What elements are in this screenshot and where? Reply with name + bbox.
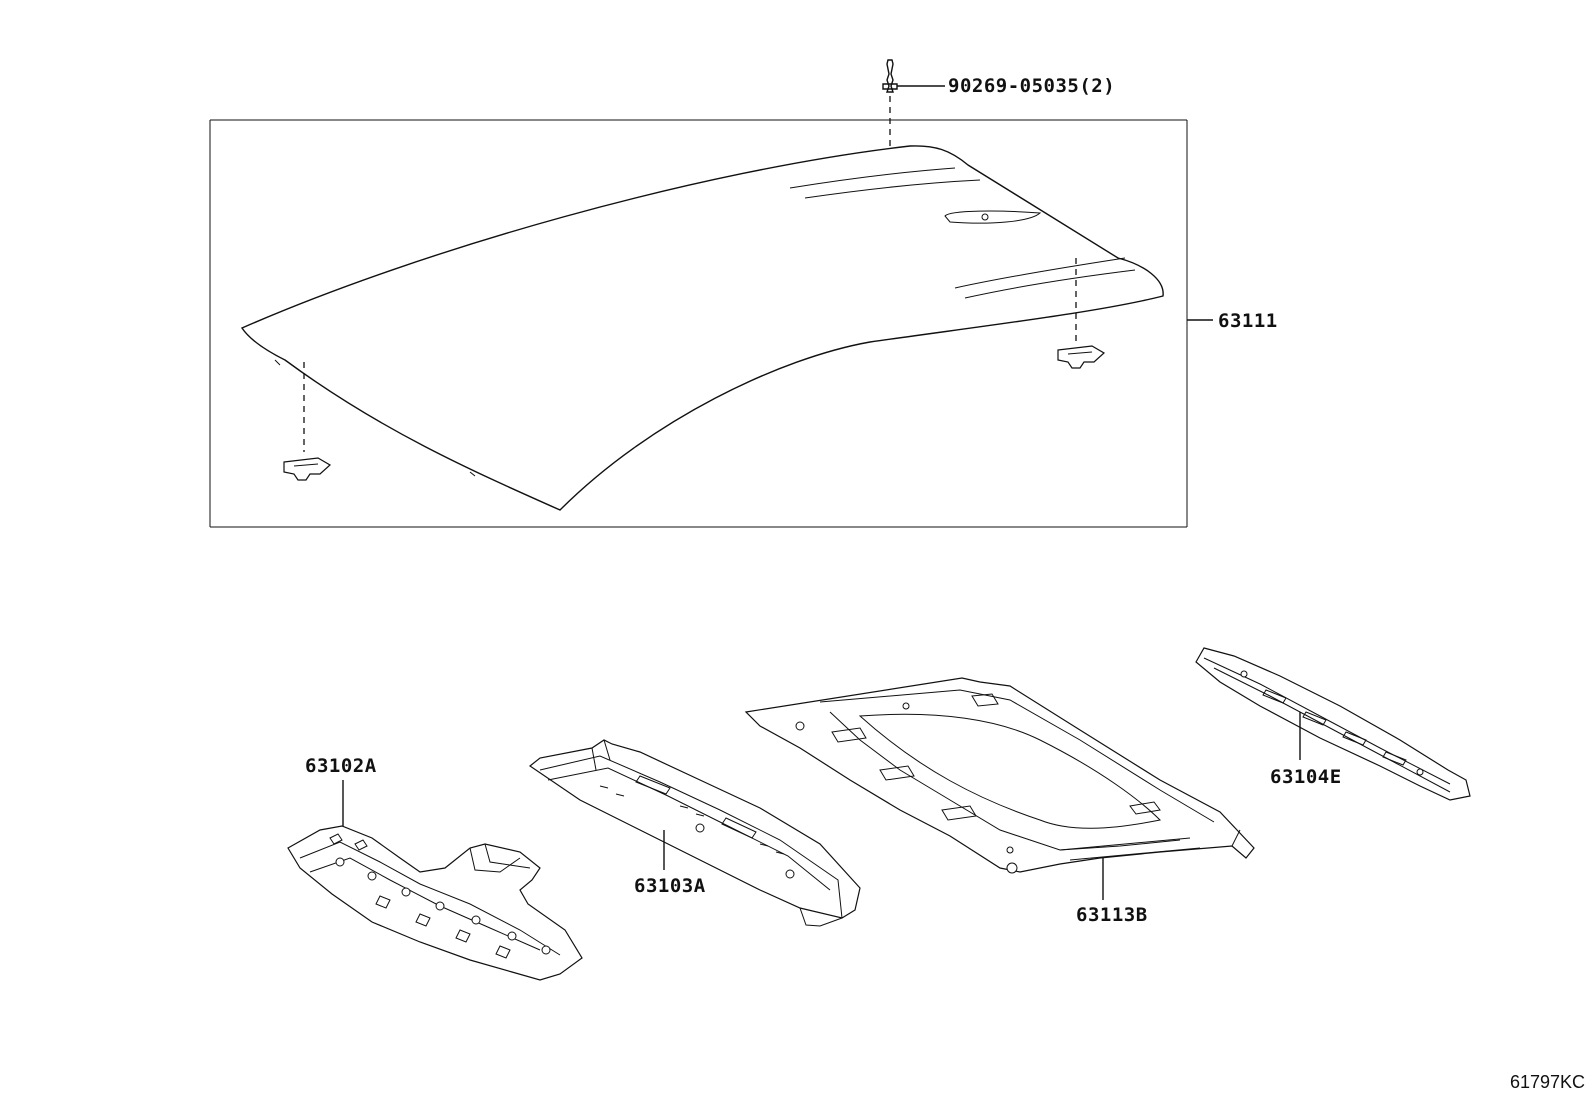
roof-panel-box	[209, 119, 1188, 528]
clip-icon[interactable]	[283, 457, 332, 481]
diagram-code: 61797KC	[1510, 1072, 1585, 1092]
roof-reinforcement-drawing[interactable]	[744, 677, 1255, 874]
bolt-part-label[interactable]: 90269-05035(2)	[948, 75, 1115, 97]
rear-header-part-label[interactable]: 63104E	[1270, 766, 1342, 788]
roof-bow-drawing[interactable]	[528, 739, 861, 927]
front-header-drawing[interactable]	[287, 825, 583, 981]
roof-bow-part-label[interactable]: 63103A	[634, 875, 706, 897]
roof-reinforcement-part-label[interactable]: 63113B	[1076, 904, 1148, 926]
rear-header-drawing[interactable]	[1195, 647, 1471, 801]
clip-icon[interactable]	[1057, 345, 1106, 369]
front-header-part-label[interactable]: 63102A	[305, 755, 377, 777]
bolt-icon[interactable]	[882, 59, 898, 93]
roof-panel-drawing[interactable]	[240, 145, 1164, 511]
roof-panel-part-label[interactable]: 63111	[1218, 310, 1278, 332]
